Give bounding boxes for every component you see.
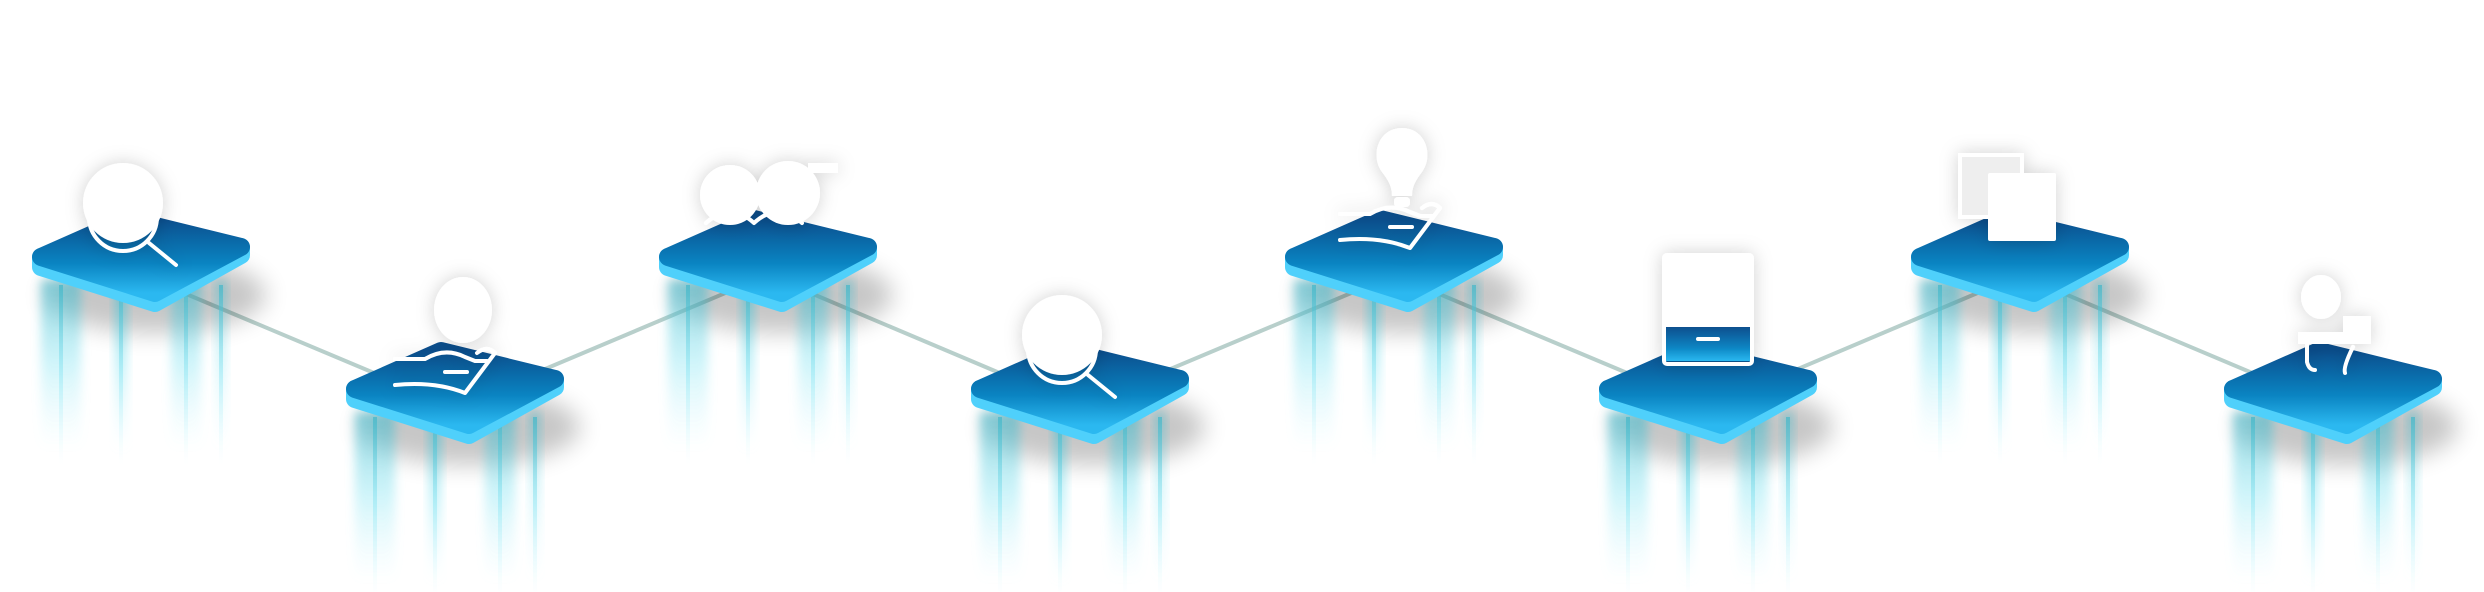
platform-step-3 [659, 161, 893, 465]
lightbulb-hand-icon [1338, 128, 1442, 250]
overlapping-windows-icon-part [2000, 215, 2018, 233]
light-ray-line [1312, 285, 1316, 465]
magnifier-icon-part [83, 163, 163, 243]
light-ray-line [1686, 417, 1690, 592]
person-sign-icon [2298, 275, 2371, 375]
light-rays [1294, 280, 1479, 465]
light-ray-line [433, 417, 437, 592]
lightbulb-hand-icon-part [1376, 128, 1428, 196]
light-ray-line [1437, 285, 1441, 465]
group-chat-icon-part [756, 161, 820, 225]
light-rays [980, 412, 1165, 592]
person-hand-icon [393, 277, 497, 395]
light-ray-line [2411, 417, 2415, 592]
light-ray-line [2098, 285, 2102, 465]
light-ray-line [119, 285, 123, 465]
platform-step-8 [2224, 275, 2458, 592]
light-ray-line [1123, 417, 1127, 592]
light-ray-line [846, 285, 850, 465]
clipboard-icon [1662, 253, 1754, 366]
overlapping-windows-icon-part [1990, 175, 2054, 239]
magnifier-icon-part [1022, 295, 1102, 375]
light-ray-line [219, 285, 223, 465]
clipboard-icon-part [1666, 327, 1750, 361]
light-ray-line [1158, 417, 1162, 592]
person-hand-icon-part [393, 347, 497, 395]
light-ray-line [184, 285, 188, 465]
group-chat-icon-part [700, 165, 760, 225]
light-ray-line [811, 285, 815, 465]
platform-step-7 [1911, 153, 2145, 465]
platform-top [2224, 342, 2442, 434]
light-ray-line [2251, 417, 2255, 592]
light-ray-line [1472, 285, 1476, 465]
group-chat-icon-part [704, 210, 804, 225]
lightbulb-hand-icon-part [1394, 197, 1410, 207]
person-sign-icon-part [2301, 275, 2341, 319]
group-chat-icon-part [808, 163, 838, 173]
light-ray-line [746, 285, 750, 465]
light-ray-line [2311, 417, 2315, 592]
light-rays [1608, 412, 1793, 592]
light-ray-line [1786, 417, 1790, 592]
light-ray-line [373, 417, 377, 592]
platform-top [659, 210, 877, 302]
light-ray-line [1058, 417, 1062, 592]
magnifier-icon [1022, 295, 1117, 399]
person-sign-icon-part [2298, 316, 2371, 344]
platform-step-4 [971, 295, 1205, 592]
light-ray-line [686, 285, 690, 465]
light-rays [2233, 412, 2418, 592]
magnifier-icon [83, 163, 178, 267]
platforms [32, 128, 2458, 592]
platform-top [1911, 210, 2129, 302]
light-ray-line [1751, 417, 1755, 592]
overlapping-windows-icon-part [1988, 173, 2056, 241]
light-ray-line [1998, 285, 2002, 465]
platform-step-5 [1285, 128, 1519, 465]
magnifier-icon-part [1026, 313, 1098, 385]
magnifier-icon-part [1086, 373, 1117, 399]
light-ray-line [1372, 285, 1376, 465]
platform-step-6 [1599, 253, 1833, 592]
light-ray-line [1938, 285, 1942, 465]
magnifier-icon-part [87, 181, 159, 253]
group-chat-icon [700, 161, 838, 225]
overlapping-windows-icon [1958, 153, 2056, 241]
light-ray-line [2376, 417, 2380, 592]
light-rays [41, 280, 226, 465]
platform-step-2 [346, 277, 580, 592]
clipboard-icon-part [1662, 253, 1754, 366]
person-sign-icon-part [2305, 340, 2355, 375]
light-ray-line [1626, 417, 1630, 592]
light-ray-line [59, 285, 63, 465]
magnifier-icon-part [147, 241, 178, 267]
light-ray-line [533, 417, 537, 592]
light-rays [668, 280, 853, 465]
platform-step-1 [32, 163, 266, 465]
light-ray-line [998, 417, 1002, 592]
light-ray-line [498, 417, 502, 592]
lightbulb-hand-icon-part [1338, 202, 1442, 250]
light-rays [355, 412, 540, 592]
light-rays [1920, 280, 2105, 465]
platform-top [1285, 210, 1503, 302]
light-ray-line [2063, 285, 2067, 465]
person-hand-icon-part [434, 277, 492, 343]
